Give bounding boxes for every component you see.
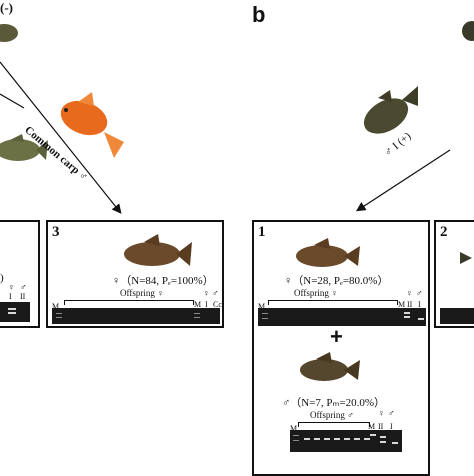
panel-3-offspring-label: Offspring ♀	[120, 288, 164, 298]
panel-1-fish-image	[296, 238, 360, 267]
panel-2-gel	[440, 308, 474, 324]
panel-2-fish-image	[460, 252, 472, 264]
panel-1-male-stats: ♂（N=7, Pₘ=20.0%）	[282, 397, 385, 409]
panel-1-gel	[258, 308, 426, 326]
panel-1: 1 ♀（N=28, Pₑ=80.0%） Offspring ♀ ♀ ♂ M M …	[252, 220, 430, 476]
panel-2: 2	[434, 220, 474, 328]
arrow-to-panel-1	[355, 149, 451, 212]
panel-1-offspring-label: Offspring ♀	[294, 288, 338, 298]
panel-letter-b: b	[252, 2, 266, 27]
panel-left-partial: ) ♀ ♂ I II	[0, 220, 40, 328]
crucian-fish-image	[363, 86, 418, 134]
panel-3-number: 3	[52, 224, 60, 240]
panel-3: 3 ♀（N=84, Pₑ=100%） Offspring ♀ ♀ ♂ M M I…	[46, 220, 224, 328]
goldfish-image	[60, 92, 124, 158]
panel-1-male-fish-image	[300, 352, 360, 381]
panel-3-stats: ♀（N=84, Pₑ=100%）	[112, 275, 214, 287]
left-panel-sex-female: ♀	[8, 282, 15, 292]
panel-3-fish-image	[124, 234, 192, 266]
fish-left-image	[0, 134, 48, 161]
arrow-to-panel-3	[0, 61, 122, 214]
panel-3-gel	[52, 308, 220, 324]
left-panel-gel	[0, 302, 30, 322]
panel-1-male-gel	[290, 430, 402, 452]
plus-sign: +	[330, 324, 343, 349]
panel-1-stats: ♀（N=28, Pₑ=80.0%）	[284, 275, 389, 287]
panel-1-male-offspring-label: Offspring ♂	[310, 410, 354, 420]
fish-topright-image	[462, 21, 474, 41]
left-panel-sex-male: ♂	[20, 282, 27, 292]
panel-2-number: 2	[440, 224, 448, 240]
left-fish-label: (-)	[0, 0, 13, 15]
fish-topleft-image	[0, 24, 18, 42]
panel-1-number: 1	[258, 224, 266, 240]
